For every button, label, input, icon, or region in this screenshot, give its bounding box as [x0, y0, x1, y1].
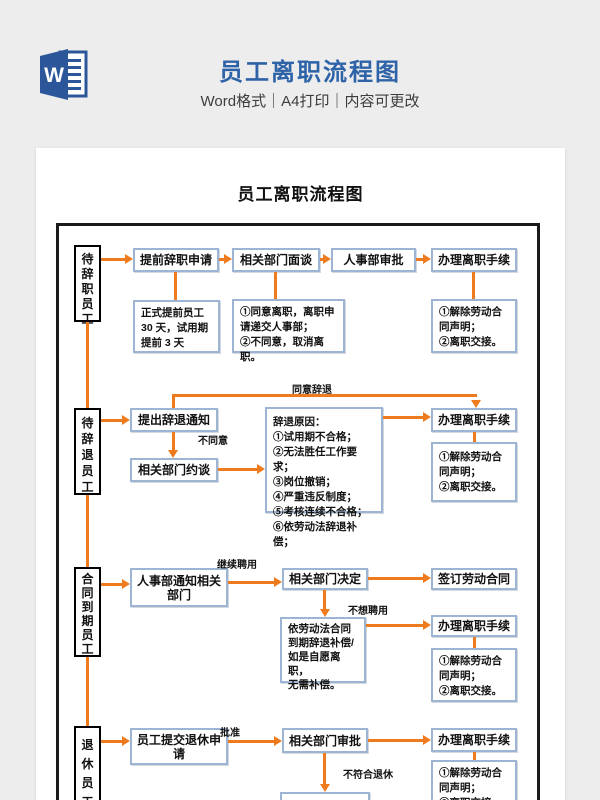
connector — [101, 740, 122, 743]
step-clipped-bottom — [280, 792, 370, 800]
connector — [101, 583, 122, 586]
arrow-head — [423, 412, 431, 422]
arrow-head — [471, 400, 481, 408]
arrow-head — [224, 254, 232, 264]
arrow-head — [122, 579, 130, 589]
arrow-head — [320, 609, 330, 617]
connector — [472, 272, 475, 299]
step-leave-procedure-4: 办理离职手续 — [431, 728, 517, 752]
connector — [368, 739, 423, 742]
connector — [219, 258, 224, 261]
connector — [473, 432, 476, 442]
note-leave-items-1: ①解除劳动合 同声明； ②离职交接。 — [431, 299, 517, 353]
connector — [366, 624, 423, 627]
arrow-head — [274, 736, 282, 746]
step-dismiss-notice: 提出辞退通知 — [130, 408, 218, 432]
arrow-head — [168, 450, 178, 458]
step-leave-procedure-3: 办理离职手续 — [431, 615, 517, 637]
arrow-head — [423, 254, 431, 264]
step-leave-procedure-1: 办理离职手续 — [431, 248, 517, 272]
connector — [320, 258, 323, 261]
step-dept-talk: 相关部门约谈 — [130, 458, 218, 482]
note-interview-result: ①同意离职，离职申 请递交人事部； ②不同意，取消离职。 — [232, 299, 345, 363]
arrow-head — [423, 573, 431, 583]
note-leave-items-3: ①解除劳动合 同声明； ②离职交接。 — [431, 648, 517, 702]
connector — [368, 577, 423, 580]
arrow-head — [257, 464, 265, 474]
label-not-employ: 不想聘用 — [348, 606, 388, 617]
connector — [228, 740, 274, 743]
document-page: 员工离职流程图 待辞职员工 待辞退员工 合同到期员工 退休员工 提前辞职申请 相… — [36, 148, 565, 800]
label-continue-employ: 继续聘用 — [217, 560, 257, 571]
connector — [218, 468, 257, 471]
connector — [172, 432, 175, 450]
note-dismiss-reasons: 辞退原因： ①试用期不合格； ②无法胜任工作要求； ③岗位撤销； ④严重违反制度… — [265, 407, 383, 548]
connector — [473, 637, 476, 648]
lane-connector — [86, 657, 89, 726]
connector — [323, 590, 326, 609]
page-title: 员工离职流程图 — [219, 59, 401, 86]
lane-dismissed-employee: 待辞退员工 — [74, 408, 101, 495]
step-dept-decide: 相关部门决定 — [282, 568, 368, 590]
label-disagree: 不同意 — [198, 436, 228, 447]
svg-text:W: W — [44, 64, 64, 87]
step-dept-interview: 相关部门面谈 — [232, 248, 320, 272]
connector — [101, 419, 122, 422]
step-leave-procedure-2: 办理离职手续 — [431, 408, 517, 432]
label-agree-dismiss: 同意辞退 — [292, 385, 332, 396]
connector — [228, 581, 274, 584]
step-hr-approve: 人事部审批 — [331, 248, 416, 272]
lane-resigning-employee: 待辞职员工 — [74, 245, 101, 326]
connector — [274, 272, 277, 299]
word-icon: W — [40, 49, 88, 100]
connector — [101, 258, 125, 261]
step-sign-contract: 签订劳动合同 — [431, 568, 517, 590]
label-approve: 批准 — [220, 728, 240, 739]
flowchart-title: 员工离职流程图 — [237, 185, 364, 204]
step-dept-approve: 相关部门审批 — [282, 728, 368, 753]
arrow-head — [320, 784, 330, 792]
label-not-qualified-retire: 不符合退休 — [343, 770, 393, 781]
arrow-head — [323, 254, 331, 264]
step-retire-apply: 员工提交退休申请 — [130, 728, 228, 765]
page-subtitle: Word格式｜A4打印｜内容可更改 — [200, 93, 420, 110]
connector — [416, 258, 423, 261]
lane-contract-expired-employee: 合同到期员工 — [74, 567, 101, 657]
step-hr-notify-dept: 人事部通知相关部门 — [130, 568, 228, 607]
flowchart-frame — [56, 223, 540, 800]
arrow-head — [274, 577, 282, 587]
connector — [383, 416, 423, 419]
arrow-head — [122, 415, 130, 425]
connector — [473, 752, 476, 760]
note-leave-items-2: ①解除劳动合 同声明； ②离职交接。 — [431, 442, 517, 502]
note-advance-days: 正式提前员工 30 天，试用期 提前 3 天 — [133, 300, 220, 353]
arrow-head — [423, 735, 431, 745]
arrow-head — [122, 736, 130, 746]
lane-connector — [86, 322, 89, 408]
connector — [174, 272, 177, 300]
lane-connector — [86, 495, 89, 567]
connector — [323, 753, 326, 784]
lane-retiring-employee: 退休员工 — [74, 726, 101, 800]
arrow-head — [125, 254, 133, 264]
step-resign-apply: 提前辞职申请 — [133, 248, 219, 272]
note-leave-items-4: ①解除劳动合 同声明； ②离职交接。 — [431, 760, 517, 800]
connector — [172, 395, 175, 408]
connector — [172, 394, 477, 397]
arrow-head — [423, 620, 431, 630]
note-compensation: 依劳动法合同 到期辞退补偿/ 如是自愿离职， 无需补偿。 — [280, 617, 366, 691]
